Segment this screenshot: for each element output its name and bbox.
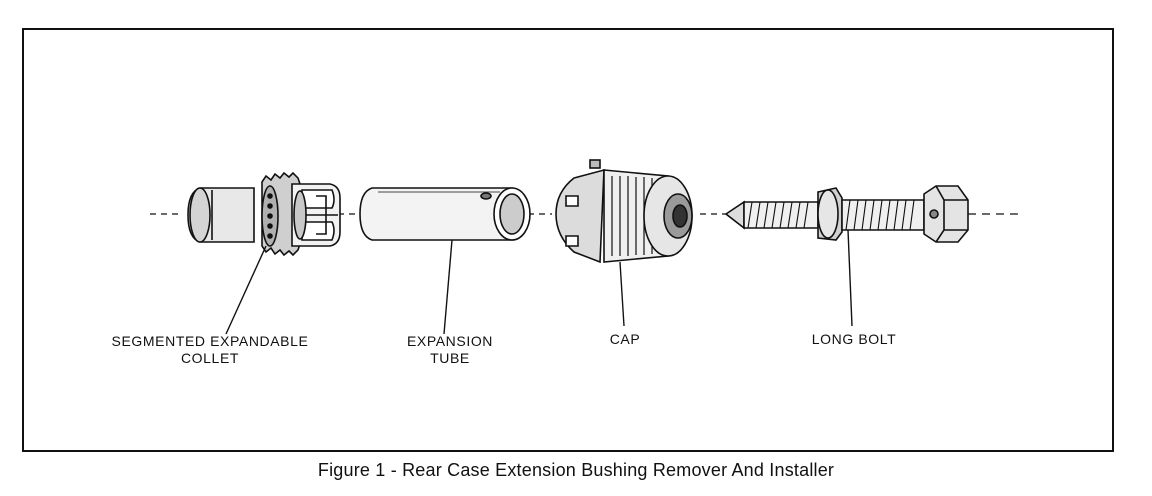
cap — [555, 159, 693, 264]
long-bolt — [724, 185, 969, 243]
tube-label-line1: EXPANSION — [406, 333, 494, 349]
collet-label-line1: SEGMENTED EXPANDABLE — [111, 333, 309, 349]
collet-label: SEGMENTED EXPANDABLE COLLET — [96, 333, 324, 367]
segmented-expandable-collet — [187, 171, 341, 257]
leader-lines — [225, 229, 853, 335]
figure-caption: Figure 1 - Rear Case Extension Bushing R… — [317, 460, 835, 480]
cap-label: CAP — [590, 331, 660, 348]
cap-label-line1: CAP — [609, 331, 641, 347]
expansion-tube — [359, 187, 531, 241]
bolt-label-line1: LONG BOLT — [811, 331, 897, 347]
bolt-label: LONG BOLT — [796, 331, 912, 348]
tube-label: EXPANSION TUBE — [380, 333, 520, 367]
tube-label-line2: TUBE — [430, 350, 470, 366]
collet-label-line2: COLLET — [180, 350, 240, 366]
